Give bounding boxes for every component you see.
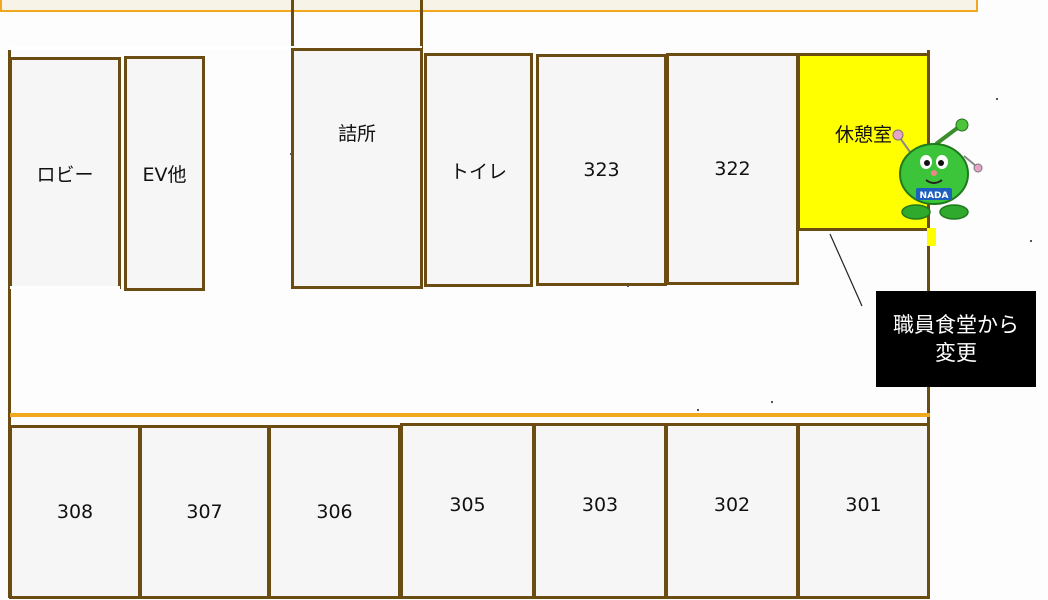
- room-lounge: 休憩室: [797, 53, 930, 231]
- stray-dot: [697, 409, 699, 411]
- room-toilet-label: トイレ: [449, 160, 507, 183]
- mascot-image: NADA: [892, 118, 983, 220]
- stray-dot: [290, 153, 292, 155]
- room-306: 306: [268, 425, 401, 599]
- room-322: 322: [666, 53, 799, 285]
- callout-text: 職員食堂から 変更: [893, 311, 1019, 368]
- room-303-label: 303: [581, 494, 619, 516]
- wall-line: [420, 0, 423, 50]
- room-323-label: 323: [583, 159, 620, 181]
- stray-dot: [996, 98, 998, 100]
- room-308-label: 308: [56, 501, 94, 523]
- room-lobby: ロビー: [9, 57, 121, 289]
- room-nurse-station: 詰所: [291, 48, 423, 289]
- callout-line-2: 変更: [935, 341, 977, 365]
- wall-line: [291, 0, 294, 50]
- room-toilet: トイレ: [424, 53, 533, 287]
- room-322-label: 322: [714, 158, 751, 180]
- room-308: 308: [9, 425, 141, 599]
- wall-gap-line: [10, 46, 422, 50]
- room-301-label: 301: [845, 494, 882, 516]
- corridor-line: [10, 413, 930, 417]
- callout-box: 職員食堂から 変更: [876, 291, 1036, 387]
- room-nurse-station-label: 詰所: [337, 123, 376, 145]
- wall-gap-line: [10, 286, 120, 289]
- room-306-label: 306: [316, 501, 353, 523]
- room-302: 302: [665, 423, 799, 599]
- stray-dot: [1030, 240, 1032, 242]
- room-307-label: 307: [186, 501, 223, 523]
- room-301: 301: [797, 423, 930, 599]
- room-323: 323: [536, 54, 667, 286]
- room-lounge-label: 休憩室: [834, 124, 892, 146]
- callout-pointer: [829, 233, 863, 307]
- room-ev-label: EV他: [142, 164, 187, 186]
- room-305: 305: [400, 423, 535, 599]
- top-banner-fragment: [0, 0, 978, 12]
- room-303: 303: [533, 423, 667, 599]
- callout-line-1: 職員食堂から: [893, 312, 1019, 337]
- stray-dot: [771, 401, 773, 403]
- room-ev: EV他: [124, 56, 205, 291]
- room-307: 307: [139, 425, 270, 599]
- stray-dot: [627, 285, 629, 287]
- room-302-label: 302: [713, 494, 751, 516]
- lounge-highlight-tab: [927, 228, 936, 246]
- room-lobby-label: ロビー: [36, 163, 94, 186]
- svg-text:NADA: NADA: [920, 191, 949, 201]
- room-305-label: 305: [449, 494, 486, 516]
